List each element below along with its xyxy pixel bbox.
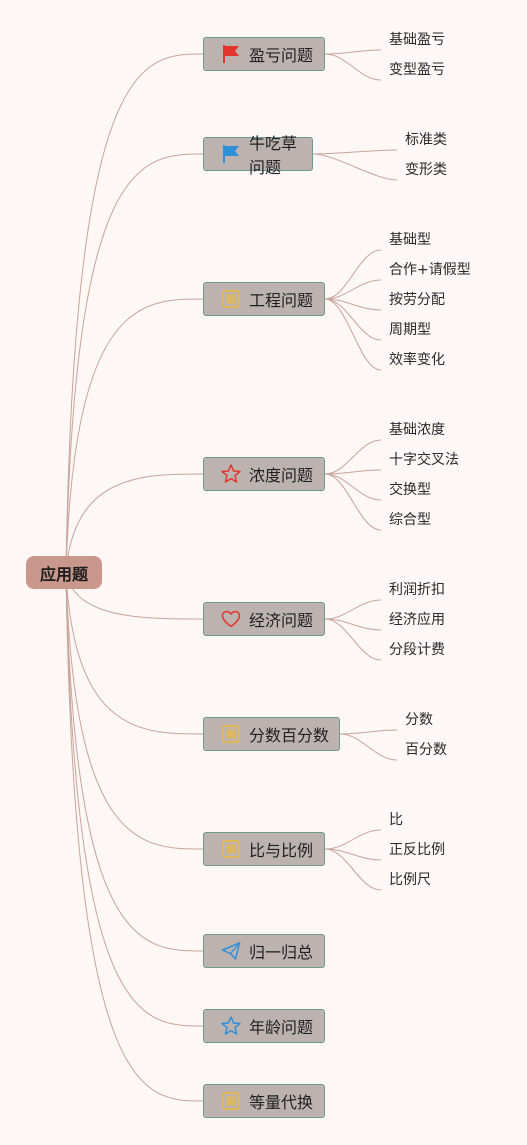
connector-line <box>65 298 204 573</box>
topic-label: 盈亏问题 <box>249 46 314 65</box>
connector-line <box>324 439 382 475</box>
connector-line <box>312 149 398 155</box>
blue-paper-plane-icon <box>220 940 242 962</box>
subtopic-node[interactable]: 交换型 <box>389 482 431 498</box>
subtopic-node[interactable]: 基础型 <box>389 232 431 248</box>
connector-line <box>312 153 398 181</box>
gold-rating-icon <box>220 1090 242 1112</box>
connector-line <box>65 571 204 850</box>
gold-rating-icon <box>220 838 242 860</box>
connector-line <box>65 571 204 735</box>
subtopic-node[interactable]: 变型盈亏 <box>389 62 445 78</box>
topic-node[interactable]: 浓度问题 <box>203 457 325 491</box>
subtopic-node[interactable]: 按劳分配 <box>389 292 445 308</box>
topic-label: 年龄问题 <box>249 1018 314 1037</box>
blue-flag-icon <box>220 143 242 165</box>
subtopic-node[interactable]: 标准类 <box>405 132 447 148</box>
topic-label: 浓度问题 <box>249 466 314 485</box>
topic-label: 经济问题 <box>249 611 314 630</box>
connector-line <box>324 848 382 891</box>
connector-line <box>339 733 398 761</box>
topic-label: 分数百分数 <box>249 726 330 745</box>
gold-rating-icon <box>220 723 242 745</box>
subtopic-node[interactable]: 分数 <box>405 712 433 728</box>
subtopic-node[interactable]: 效率变化 <box>389 352 445 368</box>
topic-node[interactable]: 盈亏问题 <box>203 37 325 71</box>
connector-line <box>324 829 382 850</box>
topic-node[interactable]: 等量代换 <box>203 1084 325 1118</box>
connector-line <box>324 473 382 501</box>
connector-line <box>324 298 382 371</box>
topic-label: 归一归总 <box>249 943 314 962</box>
subtopic-node[interactable]: 比 <box>389 812 403 828</box>
connector-line <box>324 49 382 55</box>
subtopic-node[interactable]: 百分数 <box>405 742 447 758</box>
connector-line <box>65 153 204 573</box>
topic-label: 牛吃草问题 <box>249 134 298 177</box>
connector-line <box>65 473 204 573</box>
red-flag-icon <box>220 43 242 65</box>
connector-line <box>324 469 382 475</box>
red-star-outline-icon <box>220 463 242 485</box>
subtopic-node[interactable]: 经济应用 <box>389 612 445 628</box>
connector-line <box>324 298 382 341</box>
topic-node[interactable]: 工程问题 <box>203 282 325 316</box>
subtopic-node[interactable]: 利润折扣 <box>389 582 445 598</box>
topic-node[interactable]: 牛吃草问题 <box>203 134 313 177</box>
subtopic-node[interactable]: 周期型 <box>389 322 431 338</box>
connector-line <box>324 618 382 661</box>
connector-line <box>339 729 398 735</box>
topic-node[interactable]: 年龄问题 <box>203 1009 325 1043</box>
red-heart-outline-icon <box>220 608 242 630</box>
subtopic-node[interactable]: 基础盈亏 <box>389 32 445 48</box>
connector-line <box>65 571 204 952</box>
subtopic-node[interactable]: 变形类 <box>405 162 447 178</box>
root-label: 应用题 <box>39 564 88 584</box>
subtopic-node[interactable]: 综合型 <box>389 512 431 528</box>
connector-line <box>324 279 382 300</box>
topic-node[interactable]: 经济问题 <box>203 602 325 636</box>
connector-line <box>324 53 382 81</box>
topic-node[interactable]: 分数百分数 <box>203 717 340 751</box>
subtopic-node[interactable]: 分段计费 <box>389 642 445 658</box>
subtopic-node[interactable]: 十字交叉法 <box>389 452 459 468</box>
topic-label: 比与比例 <box>249 841 314 860</box>
subtopic-node[interactable]: 比例尺 <box>389 872 431 888</box>
topic-node[interactable]: 比与比例 <box>203 832 325 866</box>
connector-line <box>65 53 204 573</box>
topic-node[interactable]: 归一归总 <box>203 934 325 968</box>
subtopic-node[interactable]: 基础浓度 <box>389 422 445 438</box>
gold-rating-icon <box>220 288 242 310</box>
connector-line <box>65 571 204 1102</box>
connector-line <box>324 249 382 300</box>
subtopic-node[interactable]: 正反比例 <box>389 842 445 858</box>
connector-line <box>65 571 204 1027</box>
topic-label: 等量代换 <box>249 1093 314 1112</box>
blue-star-outline-icon <box>220 1015 242 1037</box>
subtopic-node[interactable]: 合作+请假型 <box>389 262 471 278</box>
root-node[interactable]: 应用题 <box>26 556 102 589</box>
connector-line <box>324 473 382 531</box>
connector-line <box>324 599 382 620</box>
topic-label: 工程问题 <box>249 291 314 310</box>
